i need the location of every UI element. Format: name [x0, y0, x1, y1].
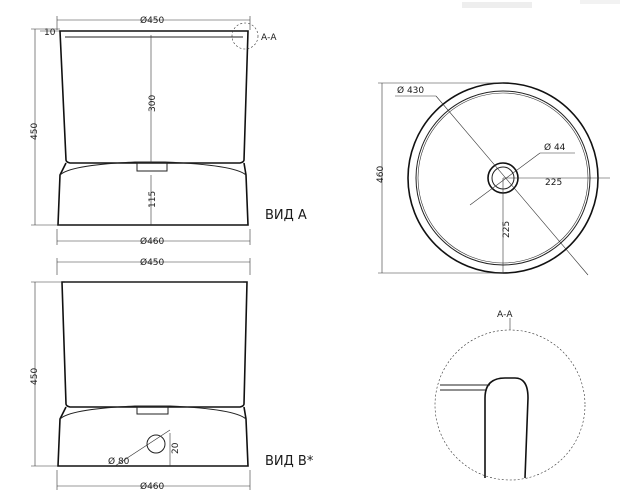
view-a-depth-dim: 300	[148, 95, 158, 112]
view-a-top-width: Ø450	[140, 15, 165, 26]
plan-radius-h-dim: 225	[545, 178, 562, 188]
view-b-hole-offset-dim: 20	[171, 442, 181, 454]
view-a-wall-dim: 10	[44, 28, 56, 38]
section-detail-profile	[484, 377, 529, 479]
view-b-title: ВИД B*	[265, 454, 314, 469]
plan-drain-dim: Ø 44	[544, 142, 566, 153]
section-detail: А-А	[434, 310, 586, 481]
view-b-height-dim: 450	[30, 368, 40, 385]
view-b-base	[57, 406, 249, 467]
header-mark-2	[580, 0, 620, 4]
view-a-bowl-outline	[59, 30, 249, 164]
plan-overall-dim: 460	[376, 166, 386, 183]
view-a-drain	[136, 162, 168, 172]
view-a-title: ВИД А	[265, 208, 307, 223]
section-detail-title: А-А	[497, 310, 513, 320]
view-a-height-dim: 450	[30, 123, 40, 140]
view-a-bottom-width: Ø460	[140, 236, 165, 247]
view-b-bowl-outline	[61, 281, 248, 408]
view-b-hole-dim: Ø 80	[108, 456, 130, 467]
view-a: Ø450 10 300 115 450 Ø460 А-А ВИД А	[30, 15, 307, 247]
view-b-back-hole	[146, 434, 166, 454]
view-a-base-dim: 115	[148, 191, 158, 208]
section-detail-circle	[434, 329, 586, 481]
plan-inner-diameter-dim: Ø 430	[397, 85, 424, 96]
header-mark	[462, 2, 532, 8]
view-b-drain	[136, 406, 169, 415]
view-b-top-width: Ø450	[140, 257, 165, 268]
view-b-bottom-width: Ø460	[140, 481, 165, 492]
view-b: Ø450 Ø 80 20 450 Ø460 ВИД B*	[30, 257, 314, 492]
plan-radius-v-dim: 225	[502, 221, 512, 238]
view-a-base	[57, 162, 249, 226]
section-marker-label: А-А	[261, 33, 277, 43]
plan-view: Ø 430 Ø 44 225 225 460	[376, 82, 610, 276]
section-marker-circle	[231, 22, 259, 50]
